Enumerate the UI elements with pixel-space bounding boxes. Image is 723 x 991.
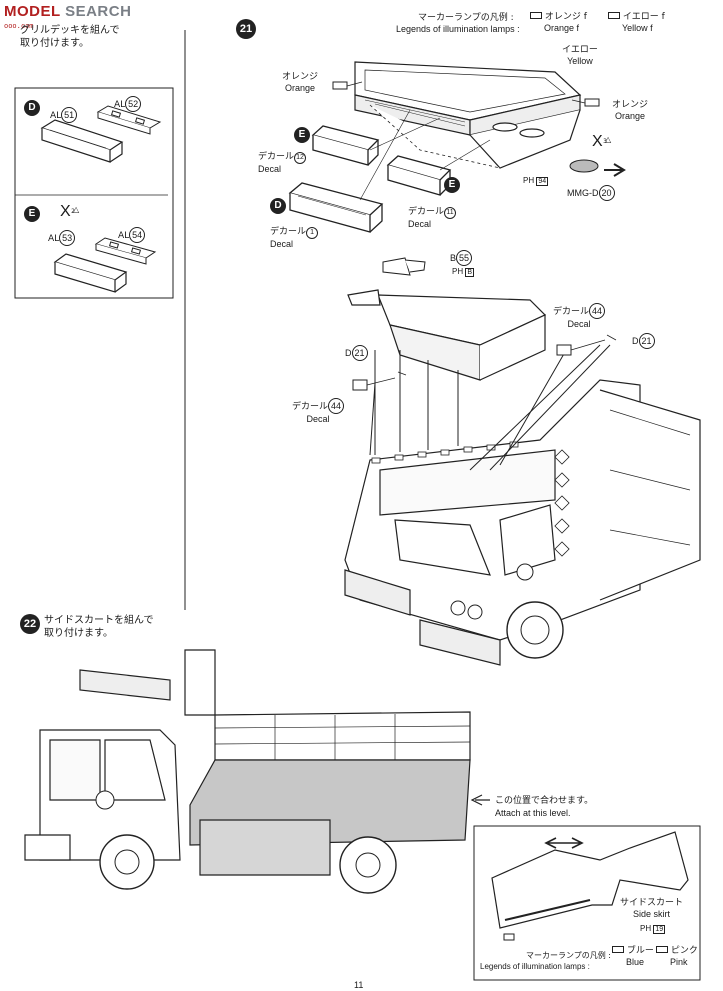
remove-x-icon-21: X <box>592 133 603 150</box>
decal44-lamp-left <box>352 379 368 391</box>
grille-deck-exploded <box>354 61 582 169</box>
part-al53 <box>53 253 128 293</box>
side-lamp-column <box>554 449 570 557</box>
truck-side-view <box>24 649 471 876</box>
ph-ref-b: PH B <box>452 267 475 277</box>
lamp-orange-right <box>584 98 600 107</box>
lamp-swatch-orange-icon <box>530 12 542 19</box>
row-e-marker: E <box>24 201 40 222</box>
marker-e-lower: E <box>444 172 460 193</box>
mmg-lens <box>569 159 599 173</box>
skirt-direction-arrow <box>544 837 584 849</box>
watermark-site: ooo.com <box>4 22 34 30</box>
direction-arrow <box>604 163 626 177</box>
lamp-swatch-yellow-icon <box>608 12 620 19</box>
row-d-marker: D <box>24 95 40 116</box>
page-number: 11 <box>354 980 364 990</box>
legend-21-en: Legends of illumination lamps : <box>396 24 520 34</box>
remove-x-icon: X <box>60 203 71 220</box>
step-21-number: 21 <box>236 17 256 39</box>
legend-22-jp: マーカーランプの凡例 : <box>526 951 611 960</box>
x-count-triangle: △2 <box>71 205 80 215</box>
decal44-lamp-right <box>556 344 572 356</box>
part-al54 <box>94 237 157 265</box>
legend-22-en: Legends of illumination lamps : <box>480 962 590 971</box>
step-22-title: サイドスカートを組んで 取り付けます。 <box>44 615 154 639</box>
part-al52 <box>96 105 162 135</box>
watermark-logo: MODEL SEARCH <box>4 3 132 20</box>
step-22-number: 22 <box>20 612 40 634</box>
x-count-21: △3 <box>603 135 612 145</box>
lamp-swatch-blue-icon <box>612 946 624 953</box>
cargo-slats <box>214 714 471 760</box>
truck-cab-upper <box>347 289 547 381</box>
truck-cab-body <box>344 379 701 666</box>
part-al51 <box>40 119 124 163</box>
marker-d-21: D <box>270 193 286 214</box>
air-horn <box>382 257 426 276</box>
legend-21-jp: マーカーランプの凡例 : <box>418 13 514 23</box>
attach-level-label: この位置で合わせます。Attach at this level. <box>495 796 594 818</box>
attach-arrow <box>470 794 490 806</box>
parts-box <box>14 87 174 299</box>
ph-ref-19: PH 19 <box>640 924 666 934</box>
lamp-swatch-pink-icon <box>656 946 668 953</box>
side-skirt-part <box>491 831 689 929</box>
ph-ref-94: PH 94 <box>523 176 549 186</box>
marker-e-upper: E <box>294 122 310 143</box>
skirt-lamp <box>503 933 515 941</box>
prev-step-title: グリルデッキを組んで 取り付けます。 <box>20 25 120 49</box>
lamp-orange-left <box>332 81 348 90</box>
assembly-arrows-21 <box>369 344 611 471</box>
